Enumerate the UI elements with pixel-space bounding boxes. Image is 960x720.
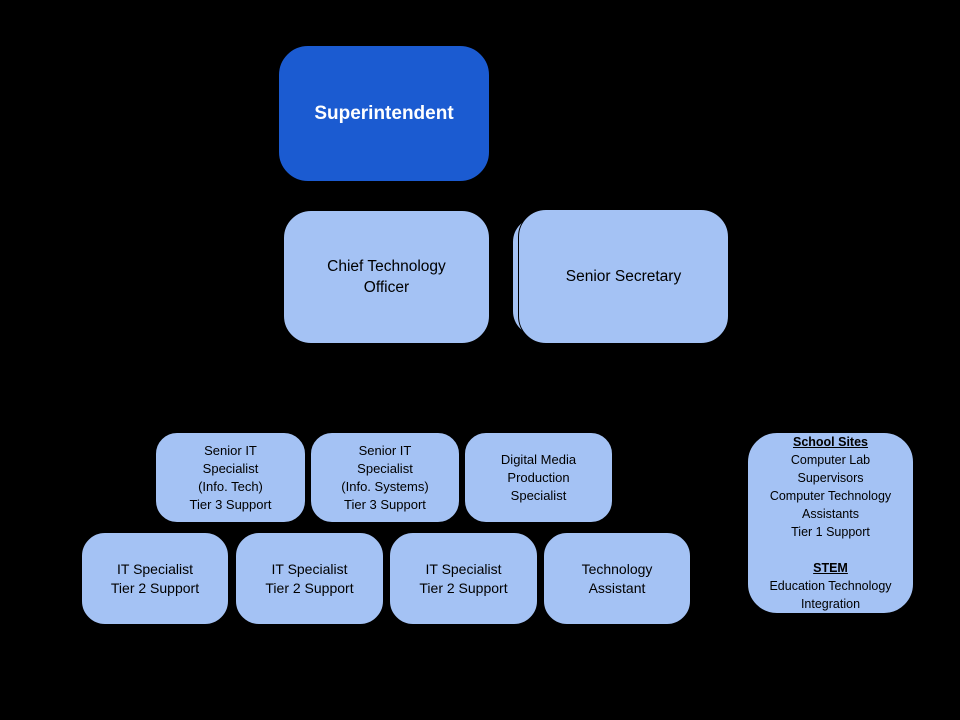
node-senior-it-specialist-info-tech-label: Senior IT Specialist (Info. Tech) Tier 3… <box>189 442 272 512</box>
node-technology-assistant-label: Technology Assistant <box>581 560 653 596</box>
stem-heading: STEM <box>813 561 848 575</box>
node-superintendent-label: Superintendent <box>314 102 454 124</box>
node-it-specialist-tier2-3-label: IT Specialist Tier 2 Support <box>419 560 508 596</box>
node-technology-assistant: Technology Assistant <box>543 532 691 625</box>
stem-body: Education Technology Integration <box>769 579 892 611</box>
node-superintendent: Superintendent <box>278 45 490 182</box>
node-it-specialist-tier2-2: IT Specialist Tier 2 Support <box>235 532 384 625</box>
school-sites-body: Computer Lab Supervisors Computer Techno… <box>769 453 892 539</box>
node-chief-technology-officer: Chief Technology Officer <box>283 210 490 344</box>
node-it-specialist-tier2-1-label: IT Specialist Tier 2 Support <box>110 560 200 596</box>
node-it-specialist-tier2-1: IT Specialist Tier 2 Support <box>81 532 229 625</box>
node-senior-it-specialist-info-systems: Senior IT Specialist (Info. Systems) Tie… <box>310 432 460 523</box>
node-senior-secretary: Senior Secretary <box>518 209 729 344</box>
node-digital-media-production-specialist-label: Digital Media Production Specialist <box>500 451 577 503</box>
school-sites-heading: School Sites <box>792 435 869 449</box>
node-it-specialist-tier2-3: IT Specialist Tier 2 Support <box>389 532 538 625</box>
node-school-sites: School Sites Computer Lab Supervisors Co… <box>747 432 914 614</box>
node-digital-media-production-specialist: Digital Media Production Specialist <box>464 432 613 523</box>
node-senior-it-specialist-info-tech: Senior IT Specialist (Info. Tech) Tier 3… <box>155 432 306 523</box>
node-senior-secretary-label: Senior Secretary <box>565 268 682 285</box>
node-it-specialist-tier2-2-label: IT Specialist Tier 2 Support <box>265 560 354 596</box>
node-chief-technology-officer-label: Chief Technology Officer <box>327 258 446 296</box>
node-senior-it-specialist-info-systems-label: Senior IT Specialist (Info. Systems) Tie… <box>341 442 429 512</box>
